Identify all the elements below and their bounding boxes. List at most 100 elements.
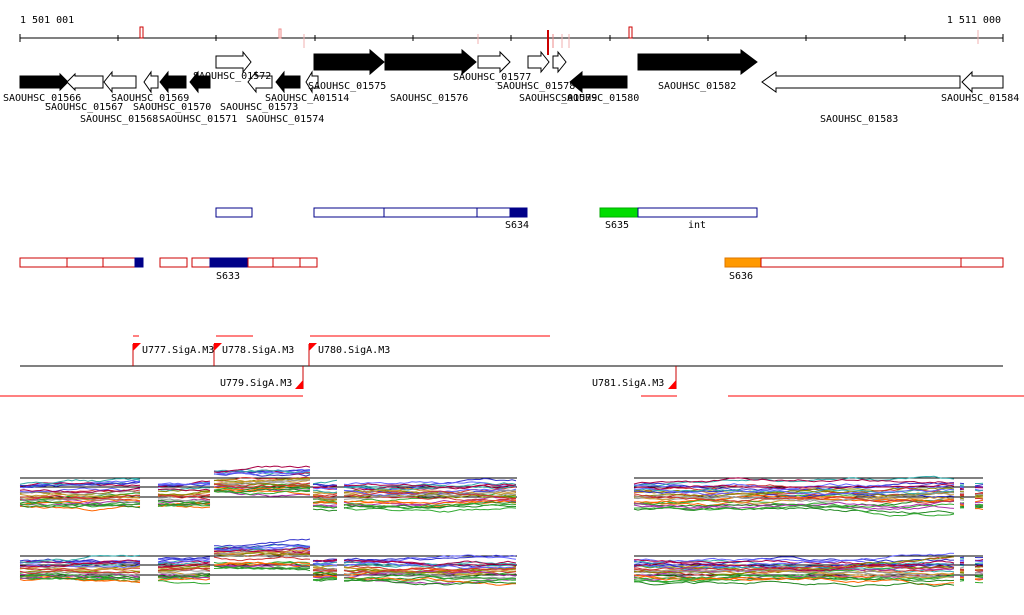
promoter-U778[interactable]: U778.SigA.M3 xyxy=(214,343,294,366)
gene-arrow-01576[interactable] xyxy=(385,50,476,74)
gene-arrow-01572[interactable] xyxy=(216,52,251,72)
gene-label-01578: SAOUHSC_01578 xyxy=(497,81,575,92)
segment-box[interactable] xyxy=(20,258,67,267)
expression-profile-line xyxy=(960,575,964,576)
segment-S634-block[interactable] xyxy=(510,208,527,217)
gene-arrow-01567[interactable] xyxy=(67,74,103,90)
gene-label-01568: SAOUHSC_01568 xyxy=(80,114,158,125)
segment-label-S633: S633 xyxy=(216,271,240,282)
gene-label-01583: SAOUHSC_01583 xyxy=(820,114,898,125)
segment-box[interactable] xyxy=(67,258,103,267)
segment-label-S634: S634 xyxy=(505,220,529,231)
expression-profile-line xyxy=(634,581,954,586)
segment-box[interactable] xyxy=(761,258,961,267)
segment-box[interactable] xyxy=(314,208,384,217)
segment-box[interactable] xyxy=(160,258,187,267)
expression-profile-line xyxy=(960,571,964,572)
expression-profile-line xyxy=(960,570,964,571)
segment-box[interactable] xyxy=(192,258,210,267)
promoter-label-U780: U780.SigA.M3 xyxy=(318,345,390,356)
expression-profile-line xyxy=(960,581,964,582)
promoter-U780[interactable]: U780.SigA.M3 xyxy=(309,343,390,366)
expression-track-reverse xyxy=(20,539,983,587)
expression-profile-line xyxy=(960,567,964,568)
expression-profile-line xyxy=(975,563,983,564)
segment-track-forward: S634 S635 int xyxy=(216,208,757,231)
promoter-U781[interactable]: U781.SigA.M3 xyxy=(592,366,676,389)
gene-arrow-01568[interactable] xyxy=(104,72,136,92)
segment-label-S636: S636 xyxy=(729,271,753,282)
gene-arrow-01584[interactable] xyxy=(962,72,1003,92)
gene-label-01582: SAOUHSC_01582 xyxy=(658,81,736,92)
gene-label-A01514: SAOUHSC_A01514 xyxy=(265,93,349,104)
expression-track-forward xyxy=(20,466,983,516)
gene-arrow-01583[interactable] xyxy=(762,72,960,92)
gene-label-01575: SAOUHSC_01575 xyxy=(308,81,386,92)
expression-profile-line xyxy=(313,480,337,483)
segment-box[interactable] xyxy=(216,208,252,217)
promoter-U779[interactable]: U779.SigA.M3 xyxy=(220,366,303,389)
gene-arrow-01580[interactable] xyxy=(570,72,627,92)
ruler-end-label: 1 511 000 xyxy=(947,15,1001,26)
segment-int-box[interactable] xyxy=(638,208,757,217)
segment-label-S635: S635 xyxy=(605,220,629,231)
gene-label-01576: SAOUHSC_01576 xyxy=(390,93,468,104)
promoter-label-U778: U778.SigA.M3 xyxy=(222,345,294,356)
promoter-U777[interactable]: U777.SigA.M3 xyxy=(133,343,214,366)
gene-arrow-A01514[interactable] xyxy=(276,72,300,92)
segment-S635-block[interactable] xyxy=(600,208,638,217)
segment-box[interactable] xyxy=(248,258,273,267)
promoter-label-U781: U781.SigA.M3 xyxy=(592,378,664,389)
expression-profile-line xyxy=(214,557,310,561)
gene-label-01570: SAOUHSC_01570 xyxy=(133,102,211,113)
expression-profile-line xyxy=(960,564,964,565)
segment-box[interactable] xyxy=(384,208,477,217)
gene-arrow-01579[interactable] xyxy=(553,52,566,72)
expression-profile-line xyxy=(960,487,964,488)
gene-arrow-01570[interactable] xyxy=(160,72,186,92)
expression-profile-line xyxy=(975,502,983,503)
segment-S633-block[interactable] xyxy=(210,258,248,267)
expression-profile-line xyxy=(960,498,964,499)
segment-track-reverse: S633 S636 xyxy=(20,258,1003,282)
segment-box[interactable] xyxy=(103,258,135,267)
gene-arrow-01577[interactable] xyxy=(478,52,510,72)
gene-label-01580: SAOUHSC_01580 xyxy=(561,93,639,104)
gene-arrow-01578[interactable] xyxy=(528,52,549,72)
expression-profile-line xyxy=(975,561,983,562)
expression-profile-line xyxy=(975,573,983,574)
expression-profile-line xyxy=(975,498,983,499)
expression-profile-line xyxy=(975,485,983,486)
ruler-start-label: 1 501 001 xyxy=(20,15,74,26)
segment-box[interactable] xyxy=(961,258,1003,267)
gene-label-01571: SAOUHSC_01571 xyxy=(159,114,237,125)
expression-profile-line xyxy=(158,581,210,584)
promoter-track: U777.SigA.M3 U778.SigA.M3 U780.SigA.M3 U… xyxy=(0,336,1024,396)
gene-arrow-01569[interactable] xyxy=(144,72,158,92)
segment-box[interactable] xyxy=(300,258,317,267)
gene-arrow-01575[interactable] xyxy=(314,50,384,74)
segment-box[interactable] xyxy=(477,208,510,217)
gene-label-01574: SAOUHSC_01574 xyxy=(246,114,324,125)
promoter-label-U779: U779.SigA.M3 xyxy=(220,378,292,389)
ruler-feature-marks xyxy=(140,27,978,55)
segment-block[interactable] xyxy=(135,258,143,267)
expression-profile-line xyxy=(975,509,983,510)
expression-profiles-reverse xyxy=(20,539,983,587)
segment-label-int: int xyxy=(688,220,706,231)
promoter-label-U777: U777.SigA.M3 xyxy=(142,345,214,356)
expression-profile-line xyxy=(975,495,983,496)
coordinate-ruler: 1 501 001 1 511 000 xyxy=(20,15,1003,55)
gene-arrow-01582[interactable] xyxy=(638,50,757,74)
segment-S636-block[interactable] xyxy=(725,258,761,267)
expression-profile-line xyxy=(313,509,337,511)
gene-arrow-01566[interactable] xyxy=(20,74,68,90)
expression-profile-line xyxy=(960,505,964,506)
segment-box[interactable] xyxy=(273,258,300,267)
gene-label-01584: SAOUHSC_01584 xyxy=(941,93,1019,104)
expression-profile-line xyxy=(960,559,964,560)
gene-track: SAOUHSC_01566 SAOUHSC_01567 SAOUHSC_0156… xyxy=(3,50,1019,125)
expression-profiles-forward xyxy=(20,466,983,516)
